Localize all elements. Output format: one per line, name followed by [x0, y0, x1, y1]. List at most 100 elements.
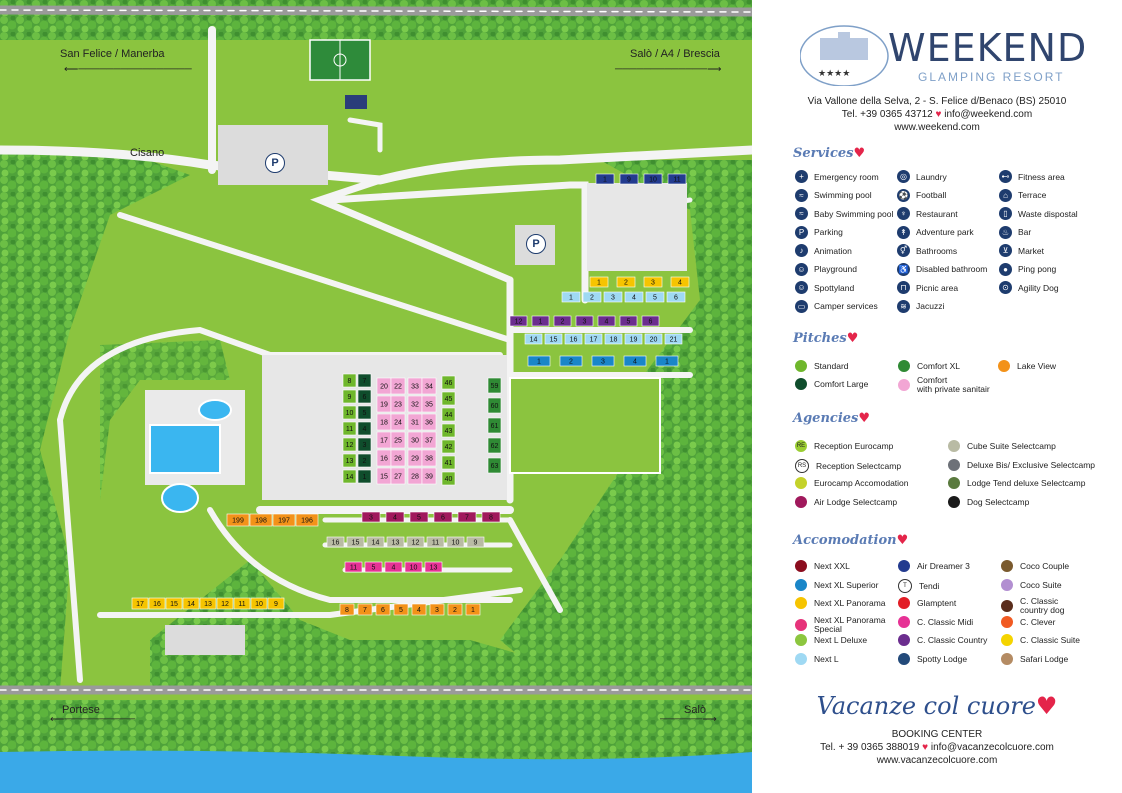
pitch-marker[interactable]: 17 — [376, 431, 392, 449]
pitch-marker[interactable]: 14 — [366, 536, 385, 548]
pitch-marker[interactable]: 1 — [561, 291, 581, 303]
pitch-marker[interactable]: 62 — [487, 437, 502, 454]
pitch-marker[interactable]: 14 — [524, 333, 543, 345]
booking-website[interactable]: www.vacanzecolcuore.com — [876, 755, 998, 766]
pitch-marker[interactable]: 13 — [424, 561, 443, 573]
email[interactable]: info@weekend.com — [944, 109, 1033, 120]
pitch-marker[interactable]: 11 — [344, 561, 363, 573]
pitch-marker[interactable]: 40 — [441, 471, 456, 486]
pitch-marker[interactable]: 45 — [441, 391, 456, 406]
pitch-marker[interactable]: 5 — [645, 291, 665, 303]
pitch-marker[interactable]: 1 — [531, 315, 550, 327]
pitch-marker[interactable]: 60 — [487, 397, 502, 414]
booking-email[interactable]: info@vacanzecolcuore.com — [930, 742, 1054, 753]
pitch-marker[interactable]: 8 — [342, 373, 357, 388]
pitch-marker[interactable]: 12 — [216, 597, 234, 610]
pitch-marker[interactable]: 10 — [643, 173, 663, 185]
pitch-marker[interactable]: 2 — [616, 276, 636, 288]
pitch-marker[interactable]: 34 — [421, 377, 437, 395]
pitch-marker[interactable]: 4 — [670, 276, 690, 288]
pitch-marker[interactable]: 15 — [544, 333, 563, 345]
pitch-marker[interactable]: 2 — [559, 355, 583, 367]
pitch-marker[interactable]: 35 — [421, 395, 437, 413]
pitch-marker[interactable]: 6 — [641, 315, 660, 327]
pitch-marker[interactable]: 196 — [295, 513, 319, 527]
pitch-marker[interactable]: 2 — [553, 315, 572, 327]
pitch-marker[interactable]: 61 — [487, 417, 502, 434]
pitch-marker[interactable]: 1 — [655, 355, 679, 367]
pitch-marker[interactable]: 2 — [582, 291, 602, 303]
pitch-marker[interactable]: 198 — [249, 513, 273, 527]
pitch-marker[interactable]: 19 — [624, 333, 643, 345]
pitch-marker[interactable]: 5 — [393, 603, 409, 616]
pitch-marker[interactable]: 13 — [342, 453, 357, 468]
pitch-marker[interactable]: 26 — [390, 449, 406, 467]
pitch-marker[interactable]: 13 — [199, 597, 217, 610]
pitch-marker[interactable]: 11 — [426, 536, 445, 548]
pitch-marker[interactable]: 1 — [595, 173, 615, 185]
pitch-marker[interactable]: 7 — [357, 373, 372, 388]
pitch-marker[interactable]: 20 — [644, 333, 663, 345]
pitch-marker[interactable]: 4 — [357, 421, 372, 436]
pitch-marker[interactable]: 30 — [407, 431, 423, 449]
pitch-marker[interactable]: 14 — [342, 469, 357, 484]
pitch-marker[interactable]: 4 — [624, 291, 644, 303]
pitch-marker[interactable]: 3 — [429, 603, 445, 616]
pitch-marker[interactable]: 5 — [619, 315, 638, 327]
pitch-marker[interactable]: 1 — [357, 469, 372, 484]
pitch-marker[interactable]: 22 — [390, 377, 406, 395]
pitch-marker[interactable]: 4 — [623, 355, 647, 367]
pitch-marker[interactable]: 8 — [481, 511, 501, 523]
pitch-marker[interactable]: 32 — [407, 395, 423, 413]
pitch-marker[interactable]: 29 — [407, 449, 423, 467]
pitch-marker[interactable]: 27 — [390, 467, 406, 485]
pitch-marker[interactable]: 37 — [421, 431, 437, 449]
pitch-marker[interactable]: 9 — [267, 597, 285, 610]
pitch-marker[interactable]: 15 — [346, 536, 365, 548]
pitch-marker[interactable]: 11 — [667, 173, 687, 185]
pitch-marker[interactable]: 18 — [376, 413, 392, 431]
pitch-marker[interactable]: 16 — [148, 597, 166, 610]
pitch-marker[interactable]: 16 — [564, 333, 583, 345]
pitch-marker[interactable]: 1 — [465, 603, 481, 616]
pitch-marker[interactable]: 5 — [409, 511, 429, 523]
pitch-marker[interactable]: 41 — [441, 455, 456, 470]
pitch-marker[interactable]: 10 — [446, 536, 465, 548]
pitch-marker[interactable]: 21 — [664, 333, 683, 345]
pitch-marker[interactable]: 3 — [357, 437, 372, 452]
pitch-marker[interactable]: 12 — [406, 536, 425, 548]
pitch-marker[interactable]: 4 — [384, 561, 403, 573]
pitch-marker[interactable]: 17 — [584, 333, 603, 345]
pitch-marker[interactable]: 12 — [509, 315, 528, 327]
pitch-marker[interactable]: 3 — [643, 276, 663, 288]
pitch-marker[interactable]: 1 — [589, 276, 609, 288]
pitch-marker[interactable]: 7 — [457, 511, 477, 523]
pitch-marker[interactable]: 13 — [386, 536, 405, 548]
pitch-marker[interactable]: 39 — [421, 467, 437, 485]
pitch-marker[interactable]: 11 — [342, 421, 357, 436]
pitch-marker[interactable]: 15 — [165, 597, 183, 610]
pitch-marker[interactable]: 6 — [357, 389, 372, 404]
pitch-marker[interactable]: 6 — [375, 603, 391, 616]
pitch-marker[interactable]: 5 — [364, 561, 383, 573]
pitch-marker[interactable]: 2 — [447, 603, 463, 616]
pitch-marker[interactable]: 199 — [226, 513, 250, 527]
pitch-marker[interactable]: 19 — [376, 395, 392, 413]
pitch-marker[interactable]: 23 — [390, 395, 406, 413]
pitch-marker[interactable]: 42 — [441, 439, 456, 454]
pitch-marker[interactable]: 6 — [666, 291, 686, 303]
pitch-marker[interactable]: 59 — [487, 377, 502, 394]
pitch-marker[interactable]: 16 — [376, 449, 392, 467]
pitch-marker[interactable]: 25 — [390, 431, 406, 449]
pitch-marker[interactable]: 14 — [182, 597, 200, 610]
pitch-marker[interactable]: 1 — [527, 355, 551, 367]
pitch-marker[interactable]: 36 — [421, 413, 437, 431]
pitch-marker[interactable]: 20 — [376, 377, 392, 395]
pitch-marker[interactable]: 28 — [407, 467, 423, 485]
pitch-marker[interactable]: 10 — [342, 405, 357, 420]
pitch-marker[interactable]: 43 — [441, 423, 456, 438]
pitch-marker[interactable]: 5 — [357, 405, 372, 420]
pitch-marker[interactable]: 2 — [357, 453, 372, 468]
pitch-marker[interactable]: 4 — [385, 511, 405, 523]
